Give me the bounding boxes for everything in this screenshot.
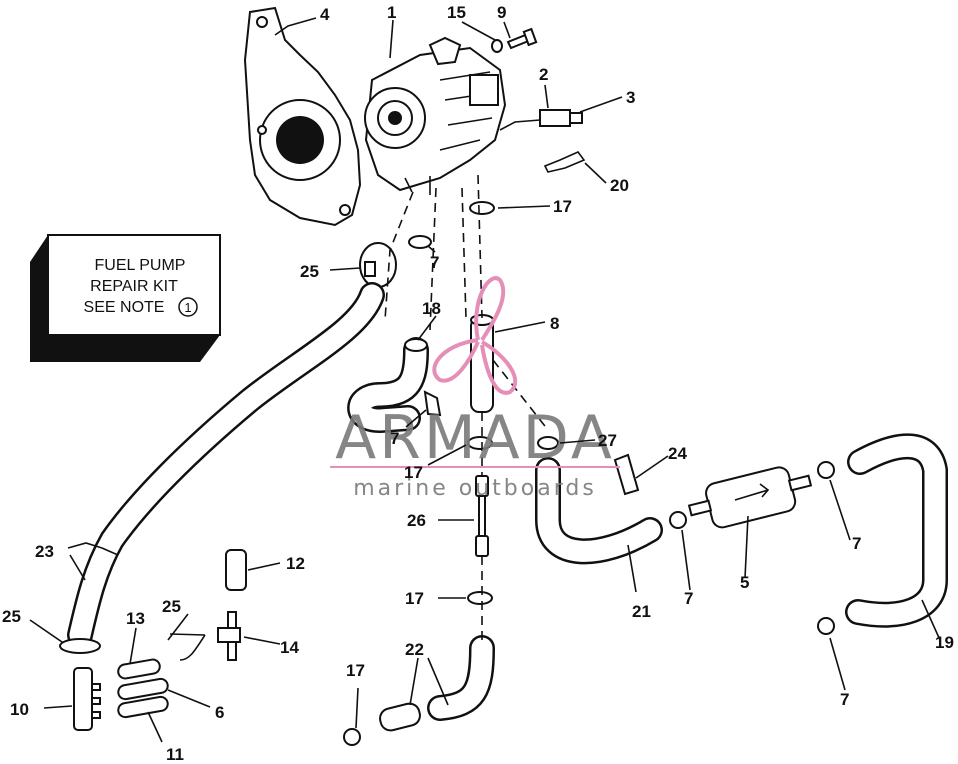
- watermark-brand: ARMADA: [335, 403, 615, 473]
- callout-22: 22: [405, 640, 424, 659]
- callout-17-mid: 17: [404, 463, 423, 482]
- pump-to-filter-hose: [535, 457, 663, 565]
- assembly-guide-lines: [384, 174, 549, 642]
- screw: [506, 27, 538, 50]
- hose-clamp: [408, 201, 495, 249]
- callout-7-mid: 7: [390, 429, 399, 448]
- callout-2: 2: [539, 65, 548, 84]
- callout-7-lower: 7: [684, 589, 693, 608]
- watermark-tagline: marine outboards: [353, 476, 597, 501]
- kit-line-2: REPAIR KIT: [90, 278, 178, 295]
- filter-outlet-hose: [845, 433, 948, 628]
- callout-24: 24: [668, 444, 687, 463]
- callout-15: 15: [447, 3, 466, 22]
- leader-lines: [29, 17, 941, 743]
- callout-26: 26: [407, 511, 426, 530]
- callout-12: 12: [286, 554, 305, 573]
- manifold-10: [73, 667, 101, 731]
- note-number: 1: [184, 300, 191, 315]
- fuel-connector: [475, 475, 489, 557]
- callout-19: 19: [935, 633, 954, 652]
- watermark-underline: [330, 466, 620, 468]
- callout-27: 27: [598, 431, 617, 450]
- callout-25-top: 25: [300, 262, 319, 281]
- callout-9: 9: [497, 3, 506, 22]
- fuel-sensor: [499, 109, 583, 131]
- fitting-12: [225, 549, 247, 591]
- callout-8: 8: [550, 314, 559, 333]
- callout-11: 11: [166, 745, 184, 764]
- callout-1: 1: [387, 3, 396, 22]
- callout-20: 20: [610, 176, 629, 195]
- hose-clip-20: [543, 151, 586, 173]
- callout-14: 14: [280, 638, 299, 657]
- note-number-circle: [178, 297, 198, 317]
- callout-17-low: 17: [405, 589, 424, 608]
- elbow-hose: [347, 337, 429, 433]
- lower-hose: [379, 635, 495, 732]
- elbow-clamp: [423, 390, 442, 417]
- hose-pieces: [117, 658, 169, 719]
- callout-5: 5: [740, 573, 749, 592]
- callouts: 4 1 15 9 2 3 20 17 7 25 18 8 7 17 27 24 …: [2, 3, 954, 764]
- callout-17-bottom: 17: [346, 661, 365, 680]
- callout-25-left: 25: [2, 607, 21, 626]
- callout-6: 6: [215, 703, 224, 722]
- clamp-25-lower: [59, 638, 101, 654]
- callout-18: 18: [422, 299, 441, 318]
- callout-3: 3: [626, 88, 635, 107]
- fitting-14: [169, 611, 241, 661]
- watermark: ARMADA marine outboards: [330, 276, 620, 501]
- hose-clamp-bottom: [343, 728, 361, 746]
- washer: [491, 39, 503, 53]
- propeller-logo: [432, 276, 518, 395]
- check-valve: [359, 242, 397, 288]
- kit-line-1: FUEL PUMP: [95, 257, 186, 274]
- fuel-filter: [687, 466, 813, 529]
- callout-23: 23: [35, 542, 54, 561]
- callout-10: 10: [10, 700, 29, 719]
- callout-21: 21: [632, 602, 651, 621]
- hose-clamp-lower: [467, 436, 559, 605]
- callout-7-top: 7: [430, 253, 439, 272]
- callout-7-right: 7: [852, 534, 861, 553]
- callout-25-mid: 25: [162, 597, 181, 616]
- repair-kit-box: FUEL PUMP REPAIR KIT SEE NOTE 1: [30, 234, 221, 362]
- mounting-plate: [243, 6, 362, 227]
- fitting-24: [613, 453, 640, 496]
- callout-4: 4: [320, 5, 330, 24]
- callout-17-top: 17: [553, 197, 572, 216]
- hose-clamp-right: [669, 461, 835, 635]
- callout-13: 13: [126, 609, 145, 628]
- long-fuel-hose: [67, 282, 385, 648]
- kit-line-3: SEE NOTE: [84, 299, 165, 316]
- fuel-pump: [364, 36, 507, 195]
- callout-7-bottom: 7: [840, 690, 849, 709]
